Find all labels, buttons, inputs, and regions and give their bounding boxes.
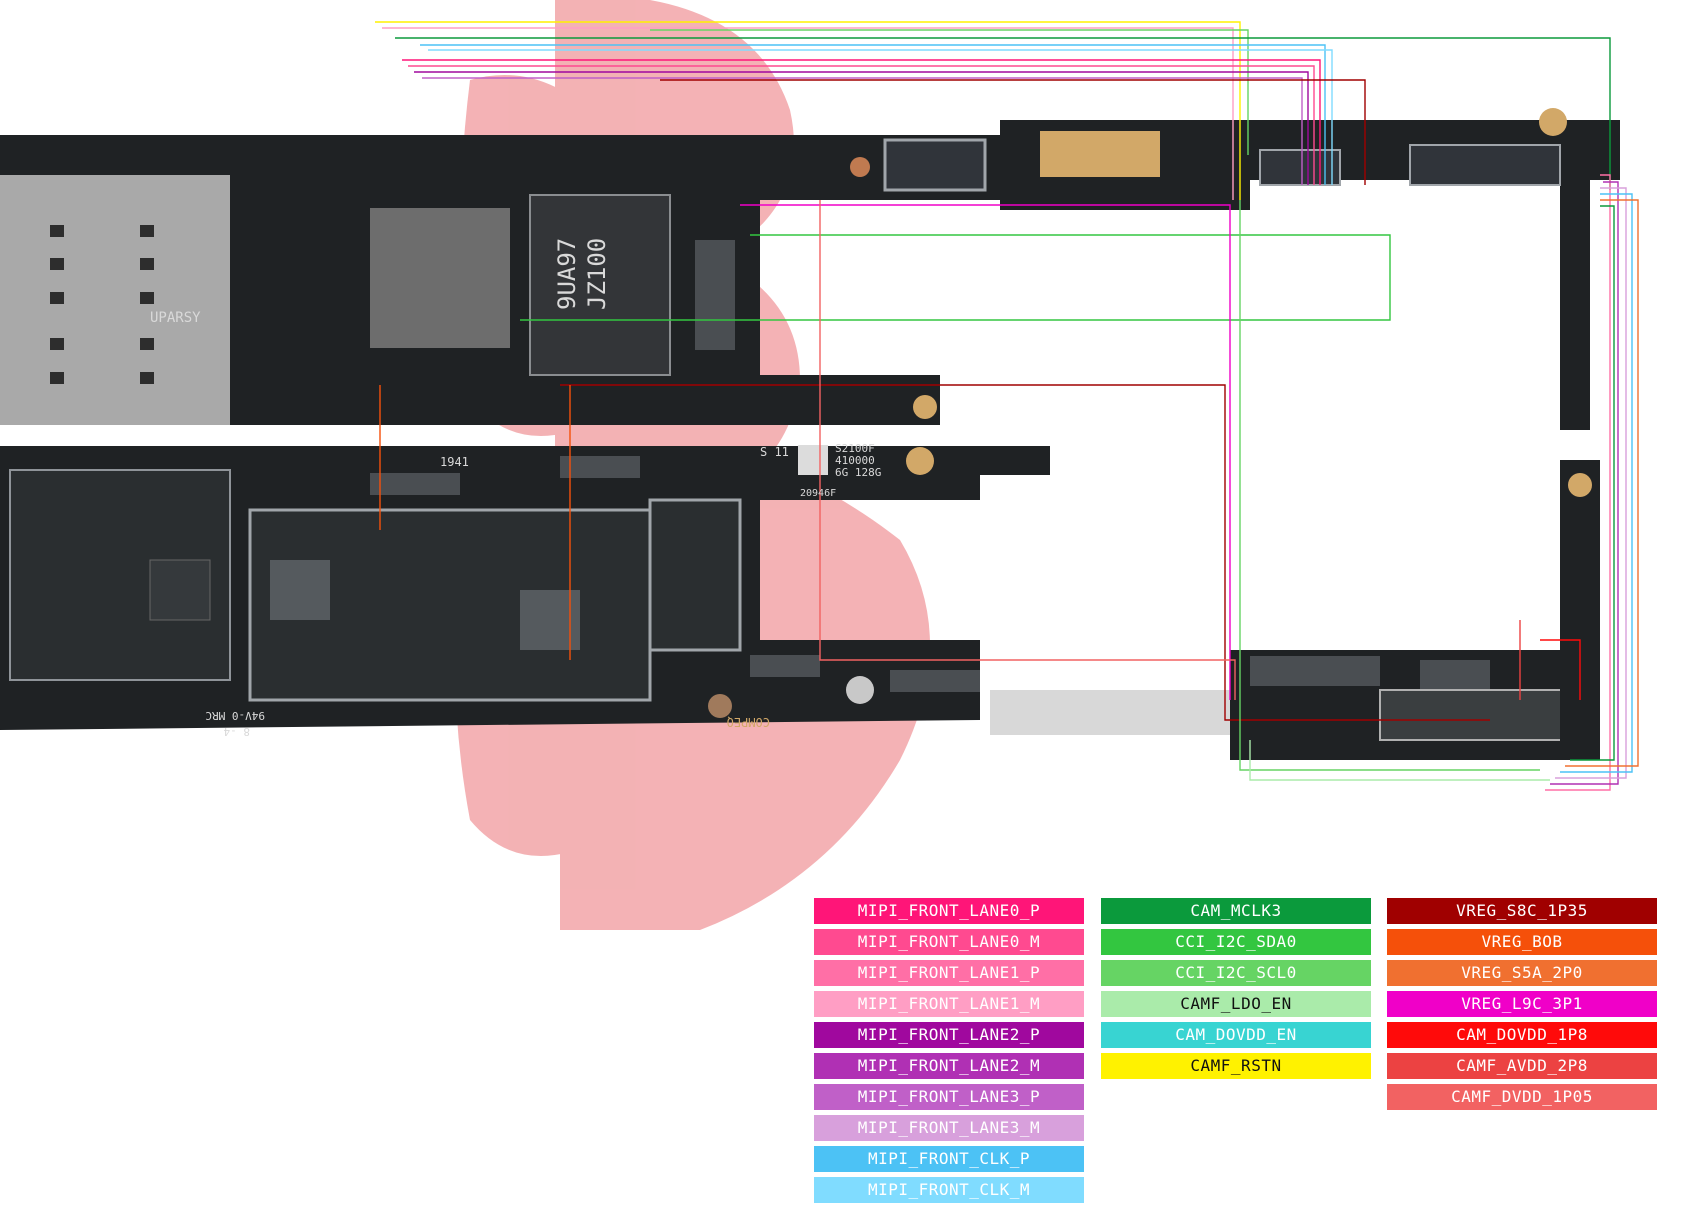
silk-94v0: 94V-0 MRC <box>205 709 265 722</box>
legend-column-mipi: MIPI_FRONT_LANE0_P MIPI_FRONT_LANE0_M MIPI… <box>814 898 1084 1203</box>
legend-item: MIPI_FRONT_LANE0_M <box>814 929 1084 955</box>
legend-item: MIPI_FRONT_LANE3_P <box>814 1084 1084 1110</box>
legend-item: CCI_I2C_SCL0 <box>1101 960 1371 986</box>
legend-item: MIPI_FRONT_LANE1_M <box>814 991 1084 1017</box>
legend-item: CAMF_DVDD_1P05 <box>1387 1084 1657 1110</box>
legend-item: CAMF_LDO_EN <box>1101 991 1371 1017</box>
legend-item: MIPI_FRONT_LANE3_M <box>814 1115 1084 1141</box>
legend-item: CAM_DOVDD_EN <box>1101 1022 1371 1048</box>
silkscreen: 9UA97 JZ100 UPARSY 1941 S 11 S2100F 4100… <box>150 238 881 738</box>
silk-1941: 1941 <box>440 455 469 469</box>
silk-s11: S 11 <box>760 445 789 459</box>
legend-item: MIPI_FRONT_LANE1_P <box>814 960 1084 986</box>
legend-item: CAM_DOVDD_1P8 <box>1387 1022 1657 1048</box>
silk-410000: 410000 <box>835 454 875 467</box>
sim-marking: UPARSY <box>150 310 201 326</box>
silk-s2100f: S2100F <box>835 442 875 455</box>
legend-item: CCI_I2C_SDA0 <box>1101 929 1371 955</box>
legend-item: MIPI_FRONT_LANE0_P <box>814 898 1084 924</box>
legend-item: CAMF_AVDD_2P8 <box>1387 1053 1657 1079</box>
silk-compeq: COMPEQ <box>727 715 770 729</box>
legend-item: VREG_S5A_2P0 <box>1387 960 1657 986</box>
legend-item: MIPI_FRONT_LANE2_M <box>814 1053 1084 1079</box>
legend-item: CAMF_RSTN <box>1101 1053 1371 1079</box>
legend-item: CAM_MCLK3 <box>1101 898 1371 924</box>
silk-6g128g: 6G 128G <box>835 466 881 479</box>
legend-item: VREG_BOB <box>1387 929 1657 955</box>
signal-traces <box>375 21 1639 791</box>
legend-item: MIPI_FRONT_LANE2_P <box>814 1022 1084 1048</box>
lower-board <box>0 445 1600 760</box>
upper-board <box>0 108 1620 760</box>
chip-marking-1: 9UA97 <box>553 238 581 310</box>
silk-8-4: 8 -4 <box>223 725 250 738</box>
silk-20946f: 20946F <box>800 488 836 499</box>
legend-item: VREG_S8C_1P35 <box>1387 898 1657 924</box>
legend-item: MIPI_FRONT_CLK_M <box>814 1177 1084 1203</box>
legend-item: MIPI_FRONT_CLK_P <box>814 1146 1084 1172</box>
chip-marking-2: JZ100 <box>583 238 611 310</box>
legend-item: VREG_L9C_3P1 <box>1387 991 1657 1017</box>
